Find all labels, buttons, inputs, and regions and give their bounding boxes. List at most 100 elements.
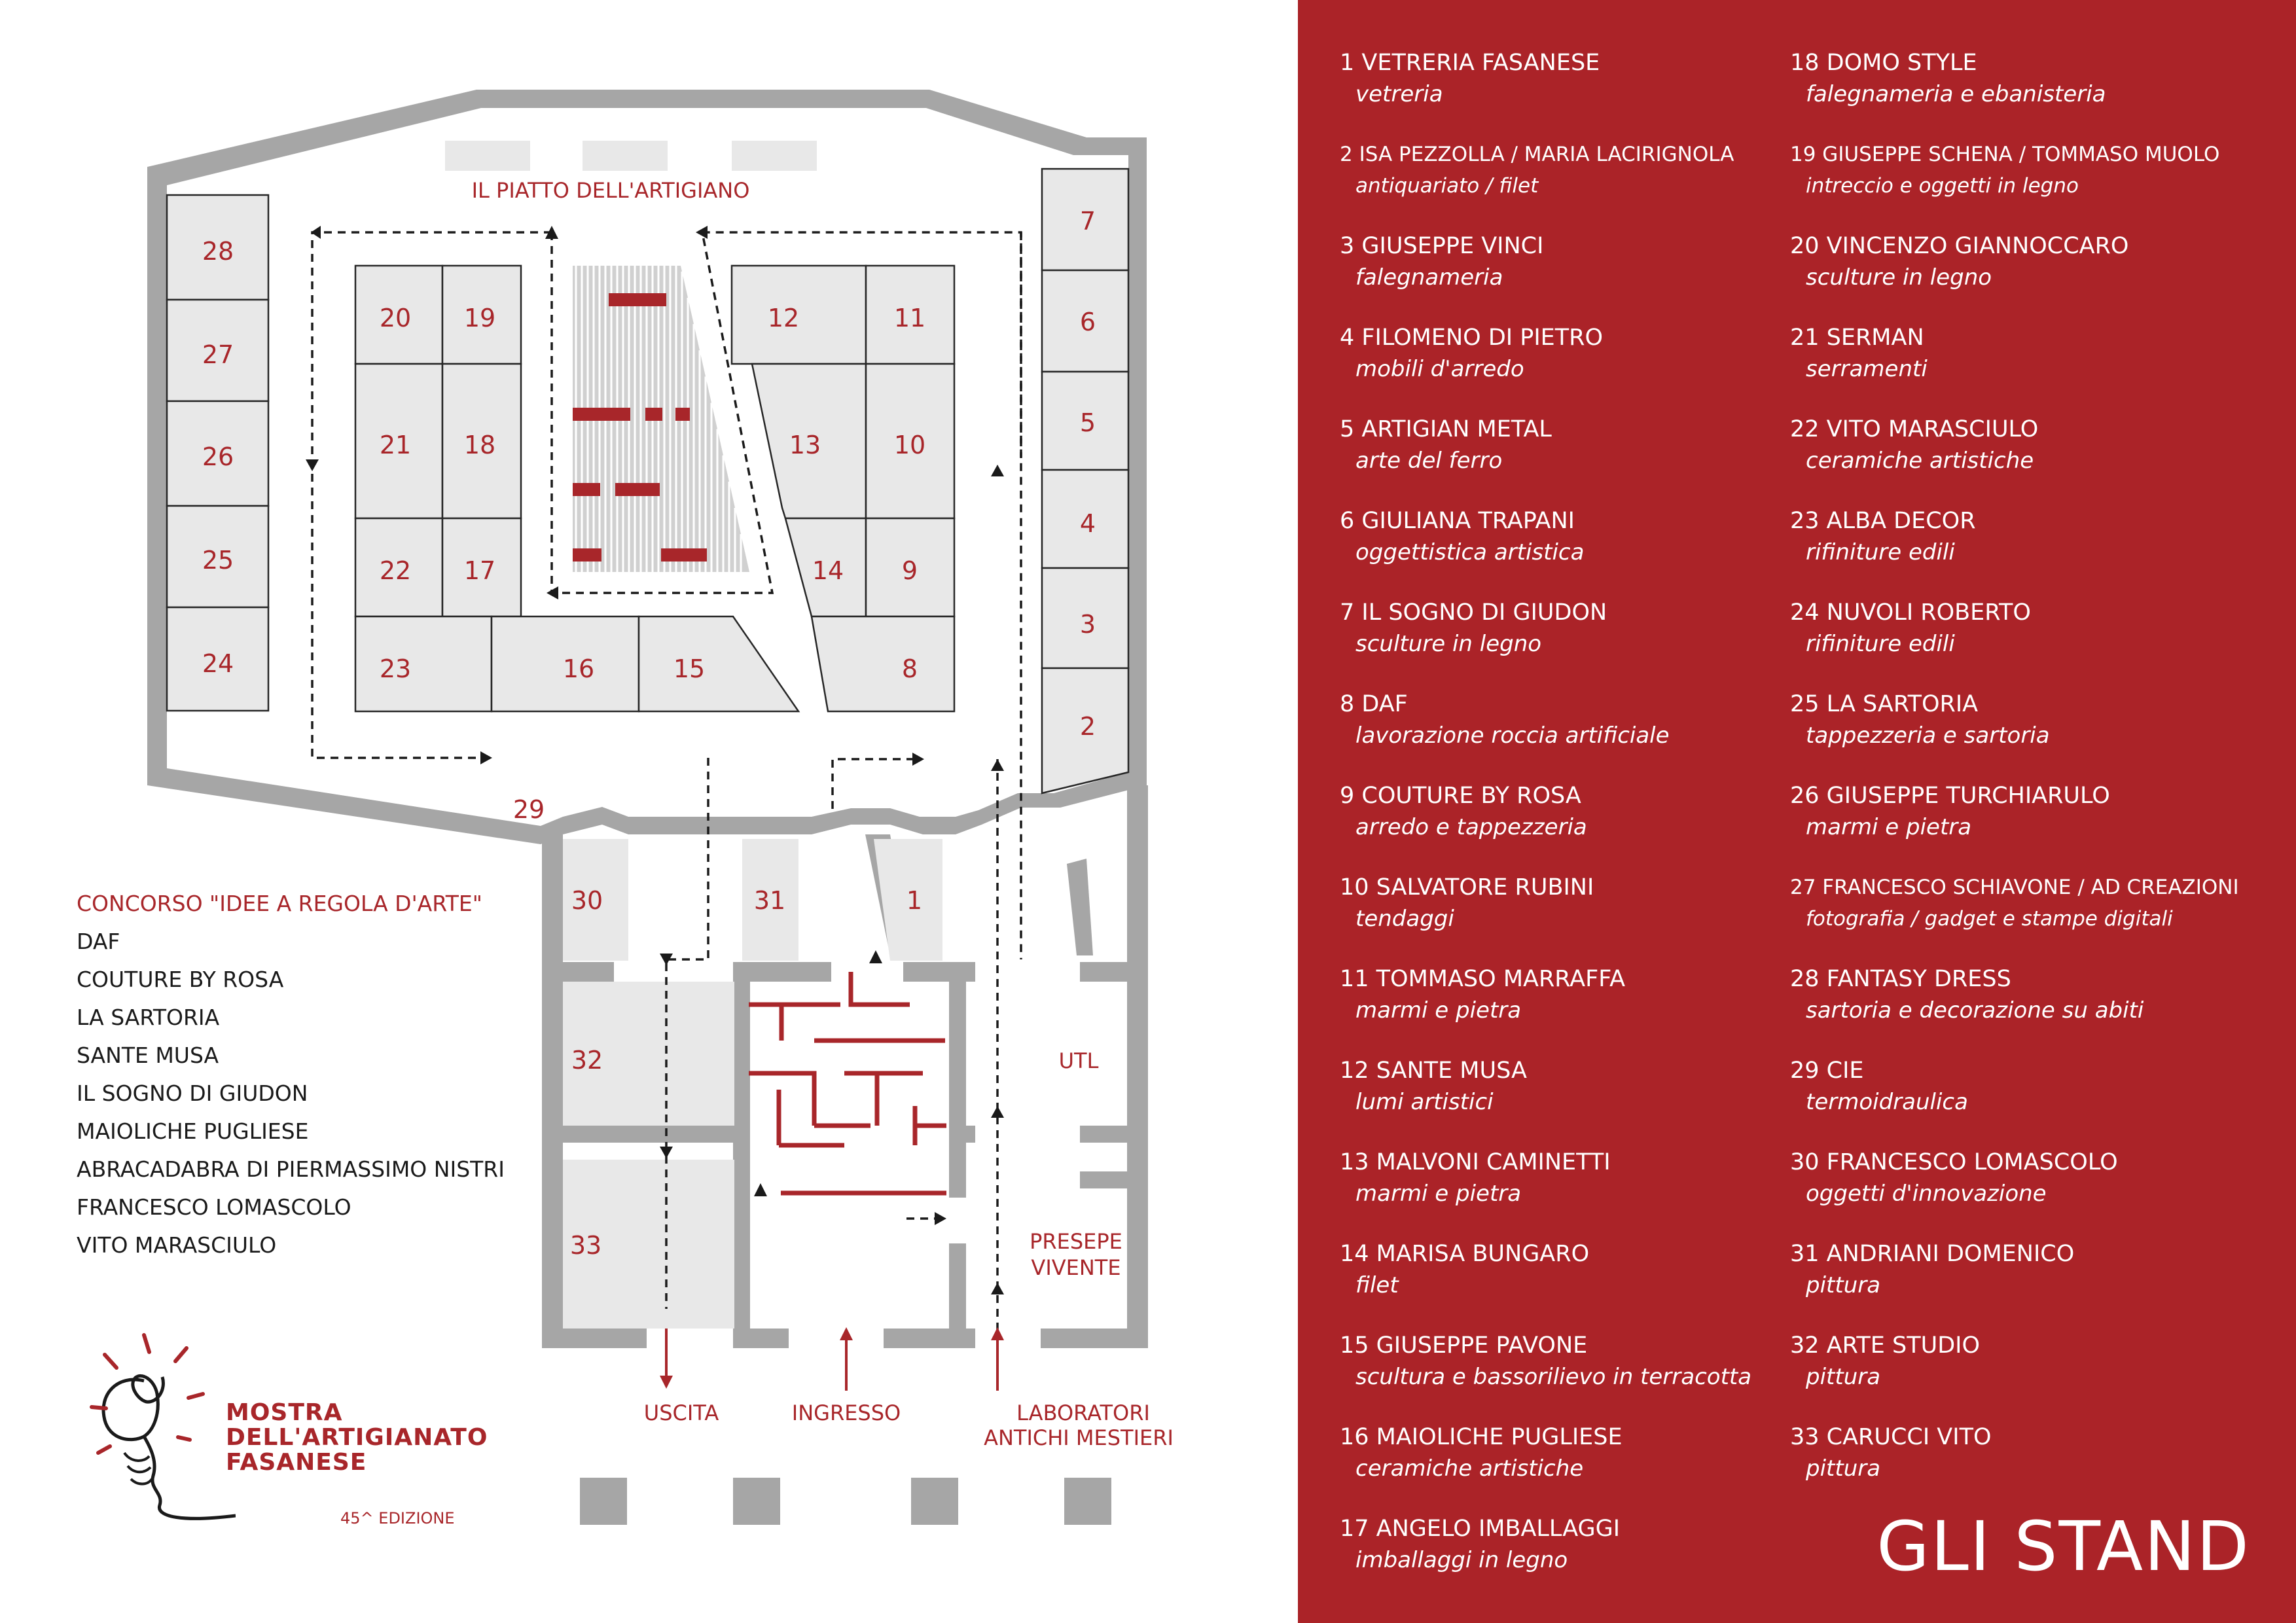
stand-entry-description: sculture in legno — [1806, 264, 1992, 291]
stand-33[interactable] — [563, 1160, 734, 1329]
stand-entry: 10 SALVATORE RUBINI tendaggi — [1340, 872, 1751, 963]
stand-entry-name: 23 ALBA DECOR — [1790, 508, 1976, 534]
stand-entry-description: rifiniture edili — [1806, 539, 1955, 565]
contest-item: LA SARTORIA — [77, 1005, 220, 1030]
stand-number: 1 — [906, 886, 922, 915]
stand-entry-name: 4 FILOMENO DI PIETRO — [1340, 325, 1604, 351]
stand-entry: 23 ALBA DECOR rifiniture edili — [1790, 505, 2239, 597]
stand-17[interactable] — [441, 517, 522, 618]
stand-number: 8 — [902, 654, 918, 683]
piatto-tray — [609, 293, 666, 306]
stand-25[interactable] — [166, 505, 270, 609]
stand-entry-description: vetreria — [1355, 81, 1443, 107]
stand-23[interactable] — [354, 615, 493, 713]
entry-wall-2 — [1067, 859, 1093, 955]
stand-entry-name: 21 SERMAN — [1790, 325, 1924, 351]
stand-entry-description: marmi e pietra — [1806, 814, 1972, 840]
stand-entry-description: ceramiche artistiche — [1355, 1455, 1584, 1482]
stand-number: 5 — [1080, 408, 1096, 437]
exit-label: USCITA — [644, 1400, 719, 1425]
utl-label: UTL — [1059, 1048, 1099, 1073]
stand-5[interactable] — [1041, 370, 1130, 471]
stand-10[interactable] — [865, 363, 956, 520]
stand-9[interactable] — [865, 517, 956, 618]
stand-entry-description: lavorazione roccia artificiale — [1355, 722, 1670, 749]
stand-27[interactable] — [166, 298, 270, 402]
stand-entry-description: tappezzeria e sartoria — [1806, 722, 2050, 749]
stand-18[interactable] — [441, 363, 522, 520]
stand-entry-name: 7 IL SOGNO DI GIUDON — [1340, 599, 1607, 626]
stand-entry-name: 6 GIULIANA TRAPANI — [1340, 508, 1575, 534]
stand-1[interactable] — [874, 839, 942, 961]
stand-11[interactable] — [865, 264, 956, 365]
lower-wall-v3 — [949, 1243, 966, 1348]
stand-entry-description: marmi e pietra — [1355, 1181, 1522, 1207]
lower-wall-mid-1 — [542, 962, 614, 982]
stand-21[interactable] — [354, 363, 444, 520]
stand-number: 21 — [380, 431, 411, 459]
stand-number: 30 — [571, 886, 603, 915]
stand-15[interactable] — [637, 615, 800, 713]
stand-entry-name: 16 MAIOLICHE PUGLIESE — [1340, 1424, 1623, 1450]
stand-entry-description: arredo e tappezzeria — [1355, 814, 1587, 840]
stand-12[interactable] — [730, 264, 867, 365]
stand-number: 16 — [563, 654, 594, 683]
stand-entry-name: 10 SALVATORE RUBINI — [1340, 874, 1594, 901]
stand-number: 27 — [202, 340, 234, 369]
stand-16[interactable] — [490, 615, 640, 713]
contest-item: COUTURE BY ROSA — [77, 967, 284, 992]
stand-31[interactable] — [742, 839, 798, 961]
contest-title: CONCORSO "IDEE A REGOLA D'ARTE" — [77, 891, 482, 916]
piatto-table — [583, 141, 668, 171]
stand-number: 13 — [789, 431, 821, 459]
stand-entry-name: 1 VETRERIA FASANESE — [1340, 50, 1600, 76]
stand-8[interactable] — [810, 615, 956, 713]
stand-number: 20 — [380, 304, 411, 332]
contest-item: ABRACADABRA DI PIERMASSIMO NISTRI — [77, 1156, 505, 1182]
stand-entry-description: sartoria e decorazione su abiti — [1806, 997, 2144, 1024]
stand-entry-name: 3 GIUSEPPE VINCI — [1340, 233, 1544, 259]
stand-32[interactable] — [563, 982, 734, 1126]
area-title: IL PIATTO DELL'ARTIGIANO — [472, 178, 750, 203]
stand-entry-name: 2 ISA PEZZOLLA / MARIA LACIRIGNOLA — [1340, 143, 1734, 166]
presepe-label-line2: VIVENTE — [1031, 1255, 1121, 1280]
stand-6[interactable] — [1041, 269, 1130, 373]
stand-number: 9 — [902, 556, 918, 585]
stand-entry-name: 31 ANDRIANI DOMENICO — [1790, 1241, 2075, 1267]
stand-28[interactable] — [166, 194, 270, 301]
stand-20[interactable] — [354, 264, 444, 365]
stand-entry-name: 28 FANTASY DRESS — [1790, 966, 2011, 992]
stand-19[interactable] — [441, 264, 522, 365]
stand-entry-description: scultura e bassorilievo in terracotta — [1355, 1364, 1752, 1390]
stand-number: 26 — [202, 442, 234, 471]
stand-number: 19 — [464, 304, 495, 332]
piatto-tray — [615, 483, 660, 496]
piatto-tray — [645, 408, 662, 421]
stand-24[interactable] — [166, 606, 270, 712]
logo-edition: 45^ EDIZIONE — [340, 1509, 455, 1527]
stand-entry-description: tendaggi — [1355, 906, 1454, 932]
stand-26[interactable] — [166, 400, 270, 507]
stand-number: 33 — [570, 1231, 601, 1260]
contest-item: FRANCESCO LOMASCOLO — [77, 1194, 351, 1220]
logo-line-2: DELL'ARTIGIANATO — [226, 1424, 488, 1451]
stand-entry-name: 24 NUVOLI ROBERTO — [1790, 599, 2031, 626]
stand-30[interactable] — [563, 839, 628, 961]
stand-2[interactable] — [1041, 667, 1130, 794]
piatto-tray — [573, 548, 601, 562]
stand-entry-description: sculture in legno — [1355, 631, 1542, 657]
lower-wall-bottom-4 — [1041, 1329, 1148, 1348]
stand-4[interactable] — [1041, 469, 1130, 569]
piatto-table — [445, 141, 530, 171]
stand-entry-name: 32 ARTE STUDIO — [1790, 1332, 1981, 1359]
lower-wall-bottom-1 — [542, 1329, 647, 1348]
